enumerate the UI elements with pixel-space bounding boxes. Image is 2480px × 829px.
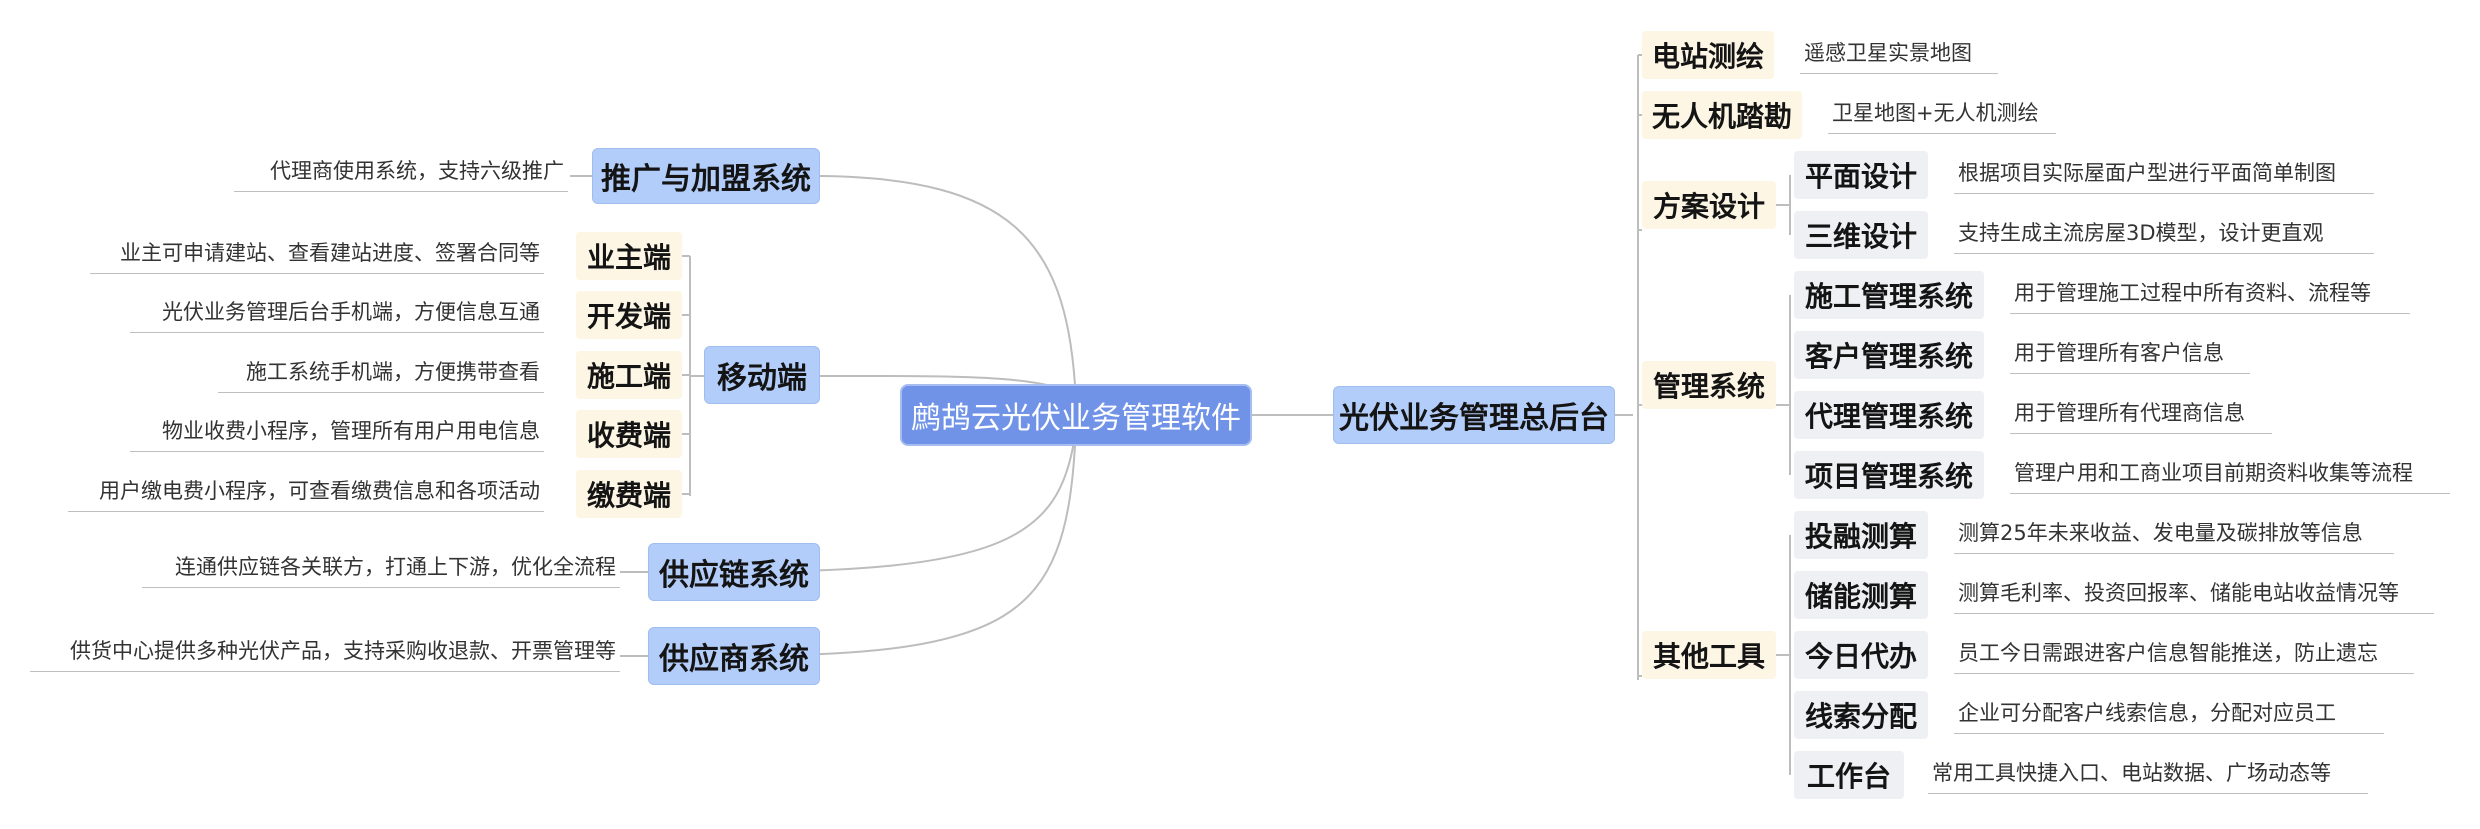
promo-system-desc: 代理商使用系统，支持六级推广 [234, 158, 568, 192]
tools-workbench-desc: 常用工具快捷入口、电站数据、广场动态等 [1928, 760, 2368, 794]
management-node[interactable]: 管理系统 [1642, 361, 1776, 409]
design-bracket [1776, 175, 1791, 235]
mobile-dev-desc: 光伏业务管理后台手机端，方便信息互通 [130, 299, 544, 333]
design-plane-node[interactable]: 平面设计 [1794, 151, 1928, 199]
supplier-desc: 供货中心提供多种光伏产品，支持采购收退款、开票管理等 [30, 638, 620, 672]
tools-storage-node[interactable]: 储能测算 [1794, 571, 1928, 619]
tools-todo-node[interactable]: 今日代办 [1794, 631, 1928, 679]
design-3d-node[interactable]: 三维设计 [1794, 211, 1928, 259]
tools-investment-node[interactable]: 投融测算 [1794, 511, 1928, 559]
mobile-pay-node[interactable]: 缴费端 [576, 470, 682, 518]
mobile-charge-desc: 物业收费小程序，管理所有用户用电信息 [130, 418, 544, 452]
mobile-bracket [682, 255, 704, 496]
mobile-charge-node[interactable]: 收费端 [576, 410, 682, 458]
design-plane-desc: 根据项目实际屋面户型进行平面简单制图 [1954, 160, 2374, 194]
design-3d-desc: 支持生成主流房屋3D模型，设计更直观 [1954, 220, 2374, 254]
drone-survey-desc: 卫星地图+无人机测绘 [1828, 100, 2056, 134]
mobile-dev-node[interactable]: 开发端 [576, 291, 682, 339]
mobile-node[interactable]: 移动端 [704, 346, 820, 404]
mobile-construction-desc: 施工系统手机端，方便携带查看 [218, 359, 544, 393]
mgmt-customer-node[interactable]: 客户管理系统 [1794, 331, 1984, 379]
management-bracket [1776, 295, 1791, 475]
drone-survey-node[interactable]: 无人机踏勘 [1642, 91, 1802, 139]
tools-todo-desc: 员工今日需跟进客户信息智能推送，防止遗忘 [1954, 640, 2414, 674]
supply-chain-desc: 连通供应链各关联方，打通上下游，优化全流程 [142, 554, 620, 588]
station-survey-desc: 遥感卫星实景地图 [1800, 40, 1998, 74]
tools-investment-desc: 测算25年未来收益、发电量及碳排放等信息 [1954, 520, 2394, 554]
mgmt-construction-node[interactable]: 施工管理系统 [1794, 271, 1984, 319]
mgmt-project-desc: 管理户用和工商业项目前期资料收集等流程 [2010, 460, 2450, 494]
backend-bracket [1615, 55, 1639, 680]
tools-lead-desc: 企业可分配客户线索信息，分配对应员工 [1954, 700, 2384, 734]
station-survey-node[interactable]: 电站测绘 [1642, 31, 1774, 79]
mobile-construction-node[interactable]: 施工端 [576, 351, 682, 399]
tools-node[interactable]: 其他工具 [1642, 631, 1776, 679]
mgmt-agent-node[interactable]: 代理管理系统 [1794, 391, 1984, 439]
center-node[interactable]: 鹧鸪云光伏业务管理软件 [900, 384, 1252, 446]
supply-chain-node[interactable]: 供应链系统 [648, 543, 820, 601]
mobile-pay-desc: 用户缴电费小程序，可查看缴费信息和各项活动 [68, 478, 544, 512]
mgmt-project-node[interactable]: 项目管理系统 [1794, 451, 1984, 499]
promo-system-node[interactable]: 推广与加盟系统 [592, 148, 820, 204]
mgmt-customer-desc: 用于管理所有客户信息 [2010, 340, 2250, 374]
link-center-promo [819, 175, 1076, 386]
mobile-owner-desc: 业主可申请建站、查看建站进度、签署合同等 [90, 240, 544, 274]
mobile-owner-node[interactable]: 业主端 [576, 232, 682, 280]
tools-lead-node[interactable]: 线索分配 [1794, 691, 1928, 739]
tools-workbench-node[interactable]: 工作台 [1794, 751, 1904, 799]
backend-node[interactable]: 光伏业务管理总后台 [1333, 386, 1615, 444]
supplier-node[interactable]: 供应商系统 [648, 627, 820, 685]
mgmt-construction-desc: 用于管理施工过程中所有资料、流程等 [2010, 280, 2410, 314]
tools-storage-desc: 测算毛利率、投资回报率、储能电站收益情况等 [1954, 580, 2434, 614]
design-node[interactable]: 方案设计 [1642, 181, 1776, 229]
tools-bracket [1776, 535, 1791, 775]
mgmt-agent-desc: 用于管理所有代理商信息 [2010, 400, 2272, 434]
